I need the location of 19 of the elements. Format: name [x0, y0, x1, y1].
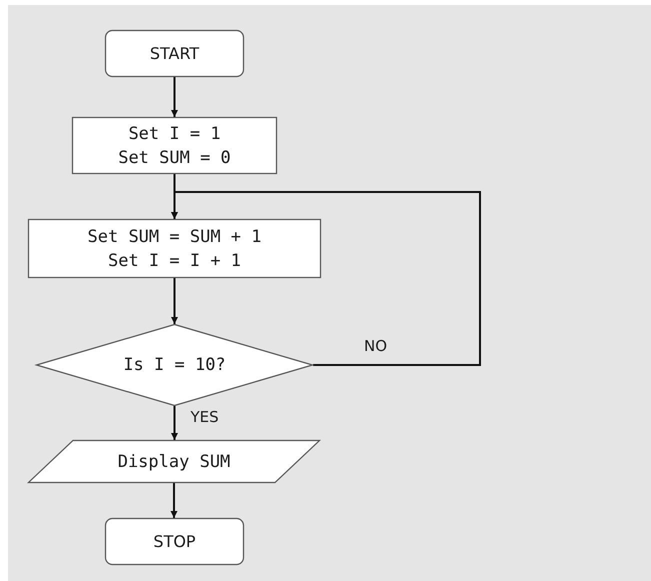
input-output-parallelogram — [28, 440, 320, 483]
arrow — [171, 191, 481, 366]
arrow — [171, 406, 178, 440]
node-text: Set I = 1 — [128, 122, 221, 146]
arrow — [171, 278, 178, 324]
process-box — [28, 219, 321, 278]
node-text: Display SUM — [118, 450, 230, 474]
terminal-box — [105, 30, 244, 77]
node-text: Is I = 10? — [123, 354, 226, 377]
decision-diamond — [36, 324, 313, 406]
arrow — [171, 77, 178, 117]
node-text: Set I = I + 1 — [108, 250, 242, 272]
arrow — [170, 483, 178, 518]
node-text: Set SUM = SUM + 1 — [88, 226, 262, 248]
process-box — [72, 117, 277, 174]
node-text: STOP — [153, 532, 196, 551]
node-text: START — [150, 44, 200, 63]
node-text: Set SUM = 0 — [118, 146, 231, 170]
terminal-box — [105, 518, 244, 565]
